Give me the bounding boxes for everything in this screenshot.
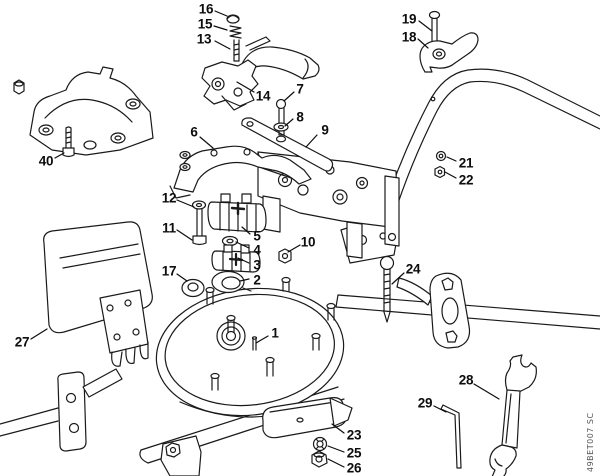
leader-line-14	[237, 82, 254, 92]
washer-21-drawing	[437, 152, 446, 161]
callout-9: 9	[321, 122, 329, 138]
leader-line-8	[285, 119, 293, 126]
callout-13: 13	[196, 31, 212, 47]
leader-line-22	[445, 172, 456, 178]
ring-2-drawing	[212, 272, 251, 293]
callout-40: 40	[38, 153, 54, 169]
clamp-half-23-drawing	[263, 398, 352, 438]
screw-16-drawing	[227, 15, 239, 23]
callout-1: 1	[271, 325, 279, 341]
bolt-11-drawing	[193, 209, 206, 245]
callout-26: 26	[346, 460, 362, 476]
leader-line-15	[214, 26, 227, 30]
leader-line-29	[434, 406, 446, 412]
callout-24: 24	[405, 261, 421, 277]
bolt-24-drawing	[381, 257, 394, 323]
leader-line-18	[418, 39, 428, 48]
leader-line-5	[242, 227, 250, 234]
leader-line-12	[177, 200, 194, 207]
callout-10: 10	[300, 234, 316, 250]
callout-2: 2	[253, 272, 261, 288]
callout-23: 23	[346, 427, 362, 443]
support-bracket-6-drawing	[170, 146, 311, 198]
leader-lines	[31, 11, 499, 467]
callout-6: 6	[190, 124, 198, 140]
callout-14: 14	[255, 88, 271, 104]
spring-15-drawing	[230, 26, 241, 38]
callout-8: 8	[296, 109, 304, 125]
callout-4: 4	[253, 242, 261, 258]
leader-line-28	[474, 384, 499, 399]
tube-clamp-bracket-drawing	[397, 273, 470, 348]
drawing-code: 49BET007 SC	[586, 412, 595, 472]
lock-washer-25-drawing	[314, 438, 327, 451]
nut-topleft-drawing	[14, 80, 24, 94]
washer-12-drawing	[193, 201, 206, 209]
leader-line-23	[332, 424, 344, 433]
leader-line-9	[306, 135, 317, 147]
callout-21: 21	[458, 155, 474, 171]
nut-22-drawing	[435, 167, 445, 178]
bolt-19-drawing	[430, 12, 440, 49]
engine-mount-bracket-drawing	[30, 67, 153, 155]
lever-bar-9-drawing	[242, 118, 333, 171]
washer-8-drawing	[274, 123, 288, 142]
leader-line-16	[215, 11, 227, 16]
grommet-17-drawing	[182, 280, 204, 297]
rubber-buffer-5-drawing	[208, 194, 266, 232]
callout-19: 19	[401, 11, 417, 27]
leader-line-7	[284, 92, 294, 101]
frame-bracket-left-drawing	[58, 369, 122, 451]
callout-3: 3	[253, 257, 261, 273]
leader-line-2	[240, 279, 249, 281]
callout-28: 28	[458, 372, 474, 388]
gearbox-housing-drawing	[149, 278, 351, 426]
callout-5: 5	[253, 228, 261, 244]
leader-line-27	[31, 329, 47, 339]
callout-25: 25	[346, 445, 362, 461]
leader-line-26	[328, 459, 344, 467]
screw-13-drawing	[234, 40, 239, 61]
callout-18: 18	[401, 29, 417, 45]
callout-7: 7	[296, 81, 304, 97]
leader-line-1	[256, 336, 268, 343]
screw-7-drawing	[277, 100, 286, 136]
allen-key-29-drawing	[441, 405, 461, 468]
leader-line-19	[419, 21, 432, 31]
leader-line-3	[238, 258, 249, 263]
rubber-buffer-3-drawing	[212, 245, 260, 272]
callout-22: 22	[458, 172, 474, 188]
wrench-28-drawing	[490, 355, 537, 476]
leader-line-40	[55, 153, 64, 158]
leader-line-11	[177, 230, 192, 240]
leader-line-10	[288, 245, 300, 252]
nut-26-drawing	[312, 451, 327, 467]
callout-15: 15	[197, 16, 213, 32]
bolt-40-drawing	[63, 127, 74, 157]
frame-bracket-bolt-drawing	[161, 436, 201, 476]
callout-27: 27	[14, 334, 30, 350]
callout-11: 11	[162, 220, 176, 236]
leader-line-13	[215, 41, 230, 49]
leader-line-6	[200, 137, 213, 148]
leader-line-21	[447, 157, 456, 161]
leader-line-4	[236, 242, 249, 248]
callout-17: 17	[161, 263, 177, 279]
leader-line-24	[392, 273, 404, 284]
cam-lever-18-drawing	[420, 33, 478, 72]
throttle-handle-assembly-drawing	[202, 37, 319, 110]
washer-4-drawing	[223, 237, 238, 246]
callout-12: 12	[161, 190, 177, 206]
leader-line-25	[328, 446, 344, 452]
callout-16: 16	[198, 1, 214, 17]
leader-line-17	[177, 274, 187, 281]
callout-29: 29	[417, 395, 433, 411]
deflector-plate-27-drawing	[44, 222, 153, 366]
